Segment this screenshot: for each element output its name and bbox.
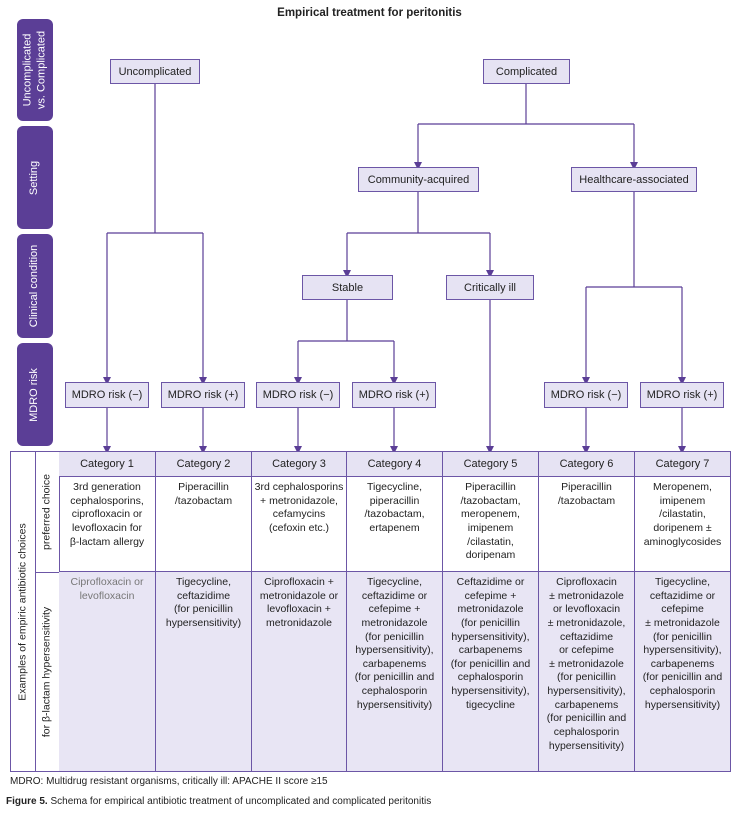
category-header: Category 3 (252, 452, 347, 477)
hypersensitivity-cell: Ciprofloxacin + metronidazole or levoflo… (252, 572, 347, 771)
figure-caption: Figure 5. Schema for empirical antibioti… (6, 796, 431, 807)
hypersensitivity-cell: Ceftazidime or cefepime + metronidazole … (443, 572, 539, 771)
connector-lines (103, 84, 686, 454)
table-outer-label: Examples of empiric antibiotic choices (16, 522, 29, 701)
node-stable: Stable (302, 275, 393, 300)
node-mdro-cat7: MDRO risk (+) (640, 382, 724, 408)
node-mdro-cat4: MDRO risk (+) (352, 382, 436, 408)
category-header: Category 6 (539, 452, 635, 477)
node-mdro-cat6: MDRO risk (−) (544, 382, 628, 408)
node-community-acquired: Community-acquired (358, 167, 479, 192)
preferred-choice-cell: Tigecycline, piperacillin /tazobactam, e… (347, 477, 443, 572)
diagram-title: Empirical treatment for peritonitis (277, 7, 462, 19)
category-header: Category 7 (635, 452, 730, 477)
hypersensitivity-cell: Tigecycline, ceftazidime or cefepime + m… (347, 572, 443, 771)
footnote: MDRO: Multidrug resistant organisms, cri… (10, 776, 328, 787)
category-header: Category 4 (347, 452, 443, 477)
node-complicated: Complicated (483, 59, 570, 84)
hypersensitivity-cell: Tigecycline, ceftazidime or cefepime ± m… (635, 572, 730, 771)
hypersensitivity-cell: Tigecycline, ceftazidime (for penicillin… (156, 572, 252, 771)
node-mdro-cat1: MDRO risk (−) (65, 382, 149, 408)
node-critically-ill: Critically ill (446, 275, 534, 300)
preferred-choice-cell: Piperacillin /tazobactam (156, 477, 252, 572)
sidebar-clinical-condition: Clinical condition (17, 234, 53, 338)
hypersensitivity-cell: Ciprofloxacin or levofloxacin (59, 572, 156, 771)
sidebar-mdro-risk: MDRO risk (17, 343, 53, 446)
node-uncomplicated: Uncomplicated (110, 59, 200, 84)
node-mdro-cat2: MDRO risk (+) (161, 382, 245, 408)
category-header: Category 5 (443, 452, 539, 477)
figure-caption-label: Figure 5. (6, 796, 48, 807)
row-label-preferred-cell: preferred choice (35, 452, 60, 573)
node-mdro-cat3: MDRO risk (−) (256, 382, 340, 408)
node-healthcare-associated: Healthcare-associated (571, 167, 697, 192)
figure-caption-text: Schema for empirical antibiotic treatmen… (47, 796, 432, 807)
preferred-choice-cell: Piperacillin /tazobactam (539, 477, 635, 572)
row-label-hypersensitivity-cell: for β-lactam hypersensitivity (35, 572, 60, 771)
preferred-choice-cell: 3rd generation cephalosporins, ciproflox… (59, 477, 156, 572)
row-label-preferred: preferred choice (40, 474, 53, 550)
table-outer-label-cell: Examples of empiric antibiotic choices (11, 452, 36, 771)
sidebar-uncomplicated-vs-complicated: Uncomplicated vs. Complicated (17, 19, 53, 121)
preferred-choice-cell: Meropenem, imipenem /cilastatin, doripen… (635, 477, 730, 572)
category-header: Category 2 (156, 452, 252, 477)
preferred-choice-cell: 3rd cephalosporins + metronidazole, cefa… (252, 477, 347, 572)
sidebar-setting: Setting (17, 126, 53, 229)
antibiotic-table: Examples of empiric antibiotic choices p… (10, 451, 731, 772)
preferred-choice-cell: Piperacillin /tazobactam, meropenem, imi… (443, 477, 539, 572)
row-label-hypersensitivity: for β-lactam hypersensitivity (40, 606, 53, 737)
hypersensitivity-cell: Ciprofloxacin ± metronidazole or levoflo… (539, 572, 635, 771)
category-header: Category 1 (59, 452, 156, 477)
